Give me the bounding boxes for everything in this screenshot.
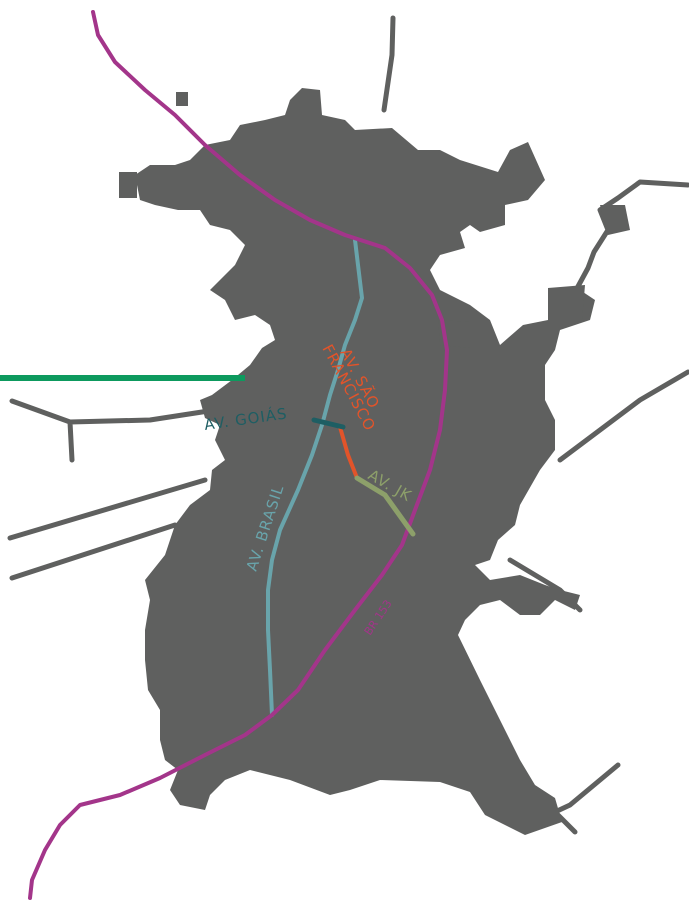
urban-blobs <box>119 92 630 348</box>
road-north <box>381 15 396 113</box>
road-west <box>9 398 218 463</box>
av-sao-francisco-line <box>338 425 359 480</box>
br-153-line <box>28 10 449 900</box>
av-brasil-line <box>266 238 364 717</box>
av-goias-line <box>311 417 346 430</box>
road-southwest-2 <box>9 522 178 581</box>
urban-area <box>135 88 595 835</box>
av-jk-line <box>354 475 416 537</box>
road-southeast <box>552 762 621 835</box>
road-southwest-1 <box>7 477 208 541</box>
road-east-2 <box>557 369 689 463</box>
